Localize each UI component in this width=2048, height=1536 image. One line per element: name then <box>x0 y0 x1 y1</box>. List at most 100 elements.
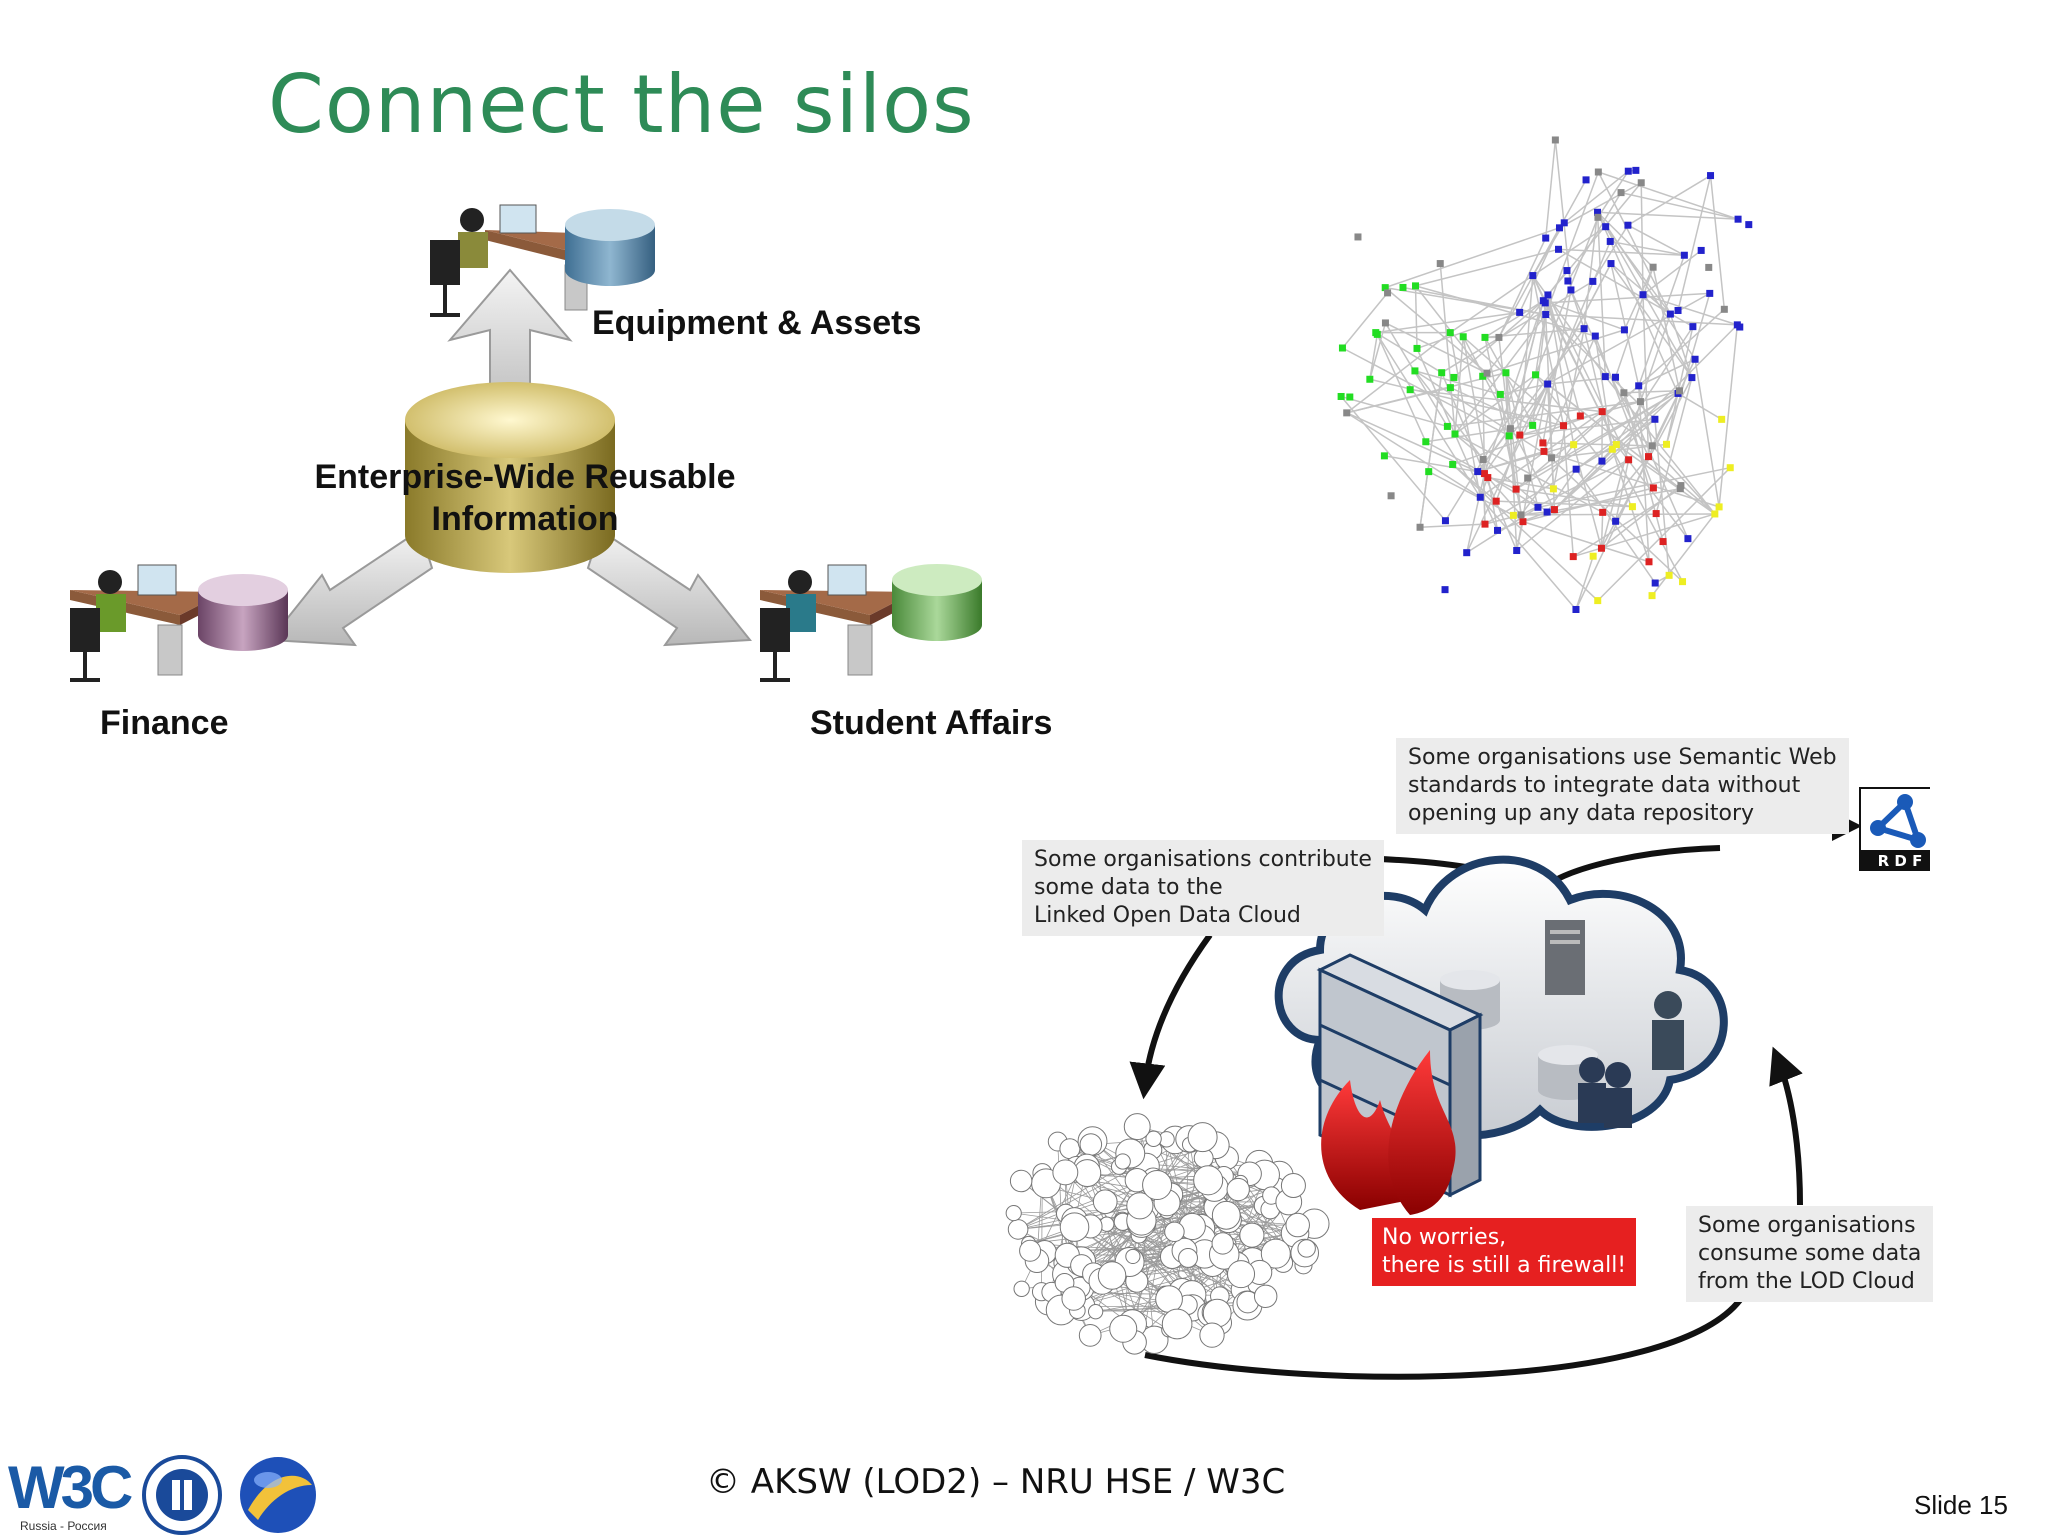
network-edge <box>1623 390 1680 394</box>
network-node <box>1502 369 1510 377</box>
network-node <box>1659 538 1667 546</box>
network-node <box>1598 457 1606 465</box>
lod-dataset-bubble <box>1145 1130 1162 1148</box>
network-edge <box>1552 328 1585 489</box>
network-node <box>1381 284 1389 292</box>
arrow-left <box>268 528 434 647</box>
network-edge <box>1597 467 1731 602</box>
lod-dataset-bubble <box>1059 1138 1081 1160</box>
network-node <box>1624 221 1632 229</box>
network-node <box>1601 373 1609 381</box>
network-node <box>1413 344 1421 352</box>
network-edge <box>1573 513 1716 558</box>
network-edge <box>1627 224 1685 256</box>
network-node <box>1505 432 1513 440</box>
network-node <box>1483 369 1491 377</box>
network-node <box>1620 326 1628 334</box>
network-node <box>1582 176 1590 184</box>
network-node <box>1711 510 1719 518</box>
network-node <box>1449 460 1457 468</box>
network-edge <box>1623 266 1654 331</box>
network-node <box>1563 267 1571 275</box>
lod-diagram: R D F <box>1005 787 1930 1380</box>
network-edge <box>1340 395 1448 428</box>
silos-diagram <box>70 204 982 682</box>
arrow-to-lod-cloud <box>1129 933 1213 1100</box>
network-node <box>1492 497 1500 505</box>
arrow-bottom-curve <box>1144 1298 1743 1380</box>
network-edge <box>1545 292 1710 304</box>
network-node <box>1594 597 1602 605</box>
network-node <box>1481 333 1489 341</box>
lod-dataset-bubble <box>1005 1204 1022 1222</box>
network-edge <box>1637 385 1654 446</box>
slide-number: Slide 15 <box>1914 1490 2008 1520</box>
network-edge <box>1546 468 1577 513</box>
lod-dataset-bubble <box>1052 1159 1079 1186</box>
network-edge <box>1416 311 1520 350</box>
network-edge <box>1651 390 1681 447</box>
network-node <box>1635 382 1643 390</box>
network-node <box>1532 371 1540 379</box>
arrow-right <box>586 528 752 647</box>
network-node <box>1591 332 1599 340</box>
network-node <box>1666 310 1674 318</box>
lod-dataset-bubble <box>1260 1238 1291 1269</box>
network-edge <box>1477 443 1574 473</box>
network-node <box>1346 393 1354 401</box>
network-node <box>1512 485 1520 493</box>
network-node <box>1706 289 1714 297</box>
network-edge <box>1534 217 1599 376</box>
network-edges <box>1340 139 1739 610</box>
network-edge <box>1518 227 1561 313</box>
network-node <box>1337 392 1345 400</box>
network-edge <box>1642 294 1650 457</box>
network-edge <box>1600 401 1642 549</box>
arrow-to-enterprise-cloud <box>1769 1046 1803 1206</box>
network-node <box>1529 421 1537 429</box>
lod-dataset-bubble <box>1019 1239 1042 1262</box>
callout-semantic-web-line1: Some organisations use Semantic Web <box>1408 745 1837 770</box>
network-node <box>1569 553 1577 561</box>
network-node <box>1589 552 1597 560</box>
rdf-logo: R D F <box>1859 787 1930 871</box>
network-node <box>1411 367 1419 375</box>
network-edge <box>1547 487 1681 513</box>
network-edge <box>1654 419 1670 576</box>
network-node <box>1534 503 1542 511</box>
network-node <box>1697 246 1705 254</box>
network-node <box>1494 526 1502 534</box>
network-edge <box>1341 292 1389 349</box>
network-edge <box>1600 512 1604 549</box>
network-node <box>1547 454 1555 462</box>
network-edge <box>1651 445 1716 515</box>
network-edge <box>1642 294 1738 326</box>
network-edge <box>1583 328 1614 450</box>
network-node <box>1451 430 1459 438</box>
callout-semantic-web-line3: opening up any data repository <box>1408 801 1755 826</box>
network-node <box>1715 503 1723 511</box>
network-node <box>1645 558 1653 566</box>
network-node <box>1399 283 1407 291</box>
network-node <box>1645 453 1653 461</box>
lod-dataset-bubble <box>1226 1177 1250 1202</box>
server-icon <box>1545 920 1585 995</box>
firewall-note-line1: No worries, <box>1382 1225 1507 1250</box>
network-graph <box>1337 136 1753 613</box>
network-edge <box>1547 294 1630 461</box>
network-node <box>1387 492 1395 500</box>
lod-dataset-bubble <box>1092 1189 1118 1215</box>
network-edge <box>1519 418 1656 436</box>
network-edge <box>1385 322 1488 374</box>
database-left-icon <box>198 574 288 651</box>
callout-consume-line3: from the LOD Cloud <box>1698 1269 1915 1294</box>
network-node <box>1594 168 1602 176</box>
network-node <box>1542 234 1550 242</box>
network-node <box>1381 319 1389 327</box>
network-edge <box>1709 175 1726 310</box>
callout-consume-line2: consume some data <box>1698 1241 1922 1266</box>
network-edge <box>1544 302 1618 445</box>
network-node <box>1560 422 1568 430</box>
network-node <box>1516 308 1524 316</box>
network-edge <box>1559 182 1642 229</box>
